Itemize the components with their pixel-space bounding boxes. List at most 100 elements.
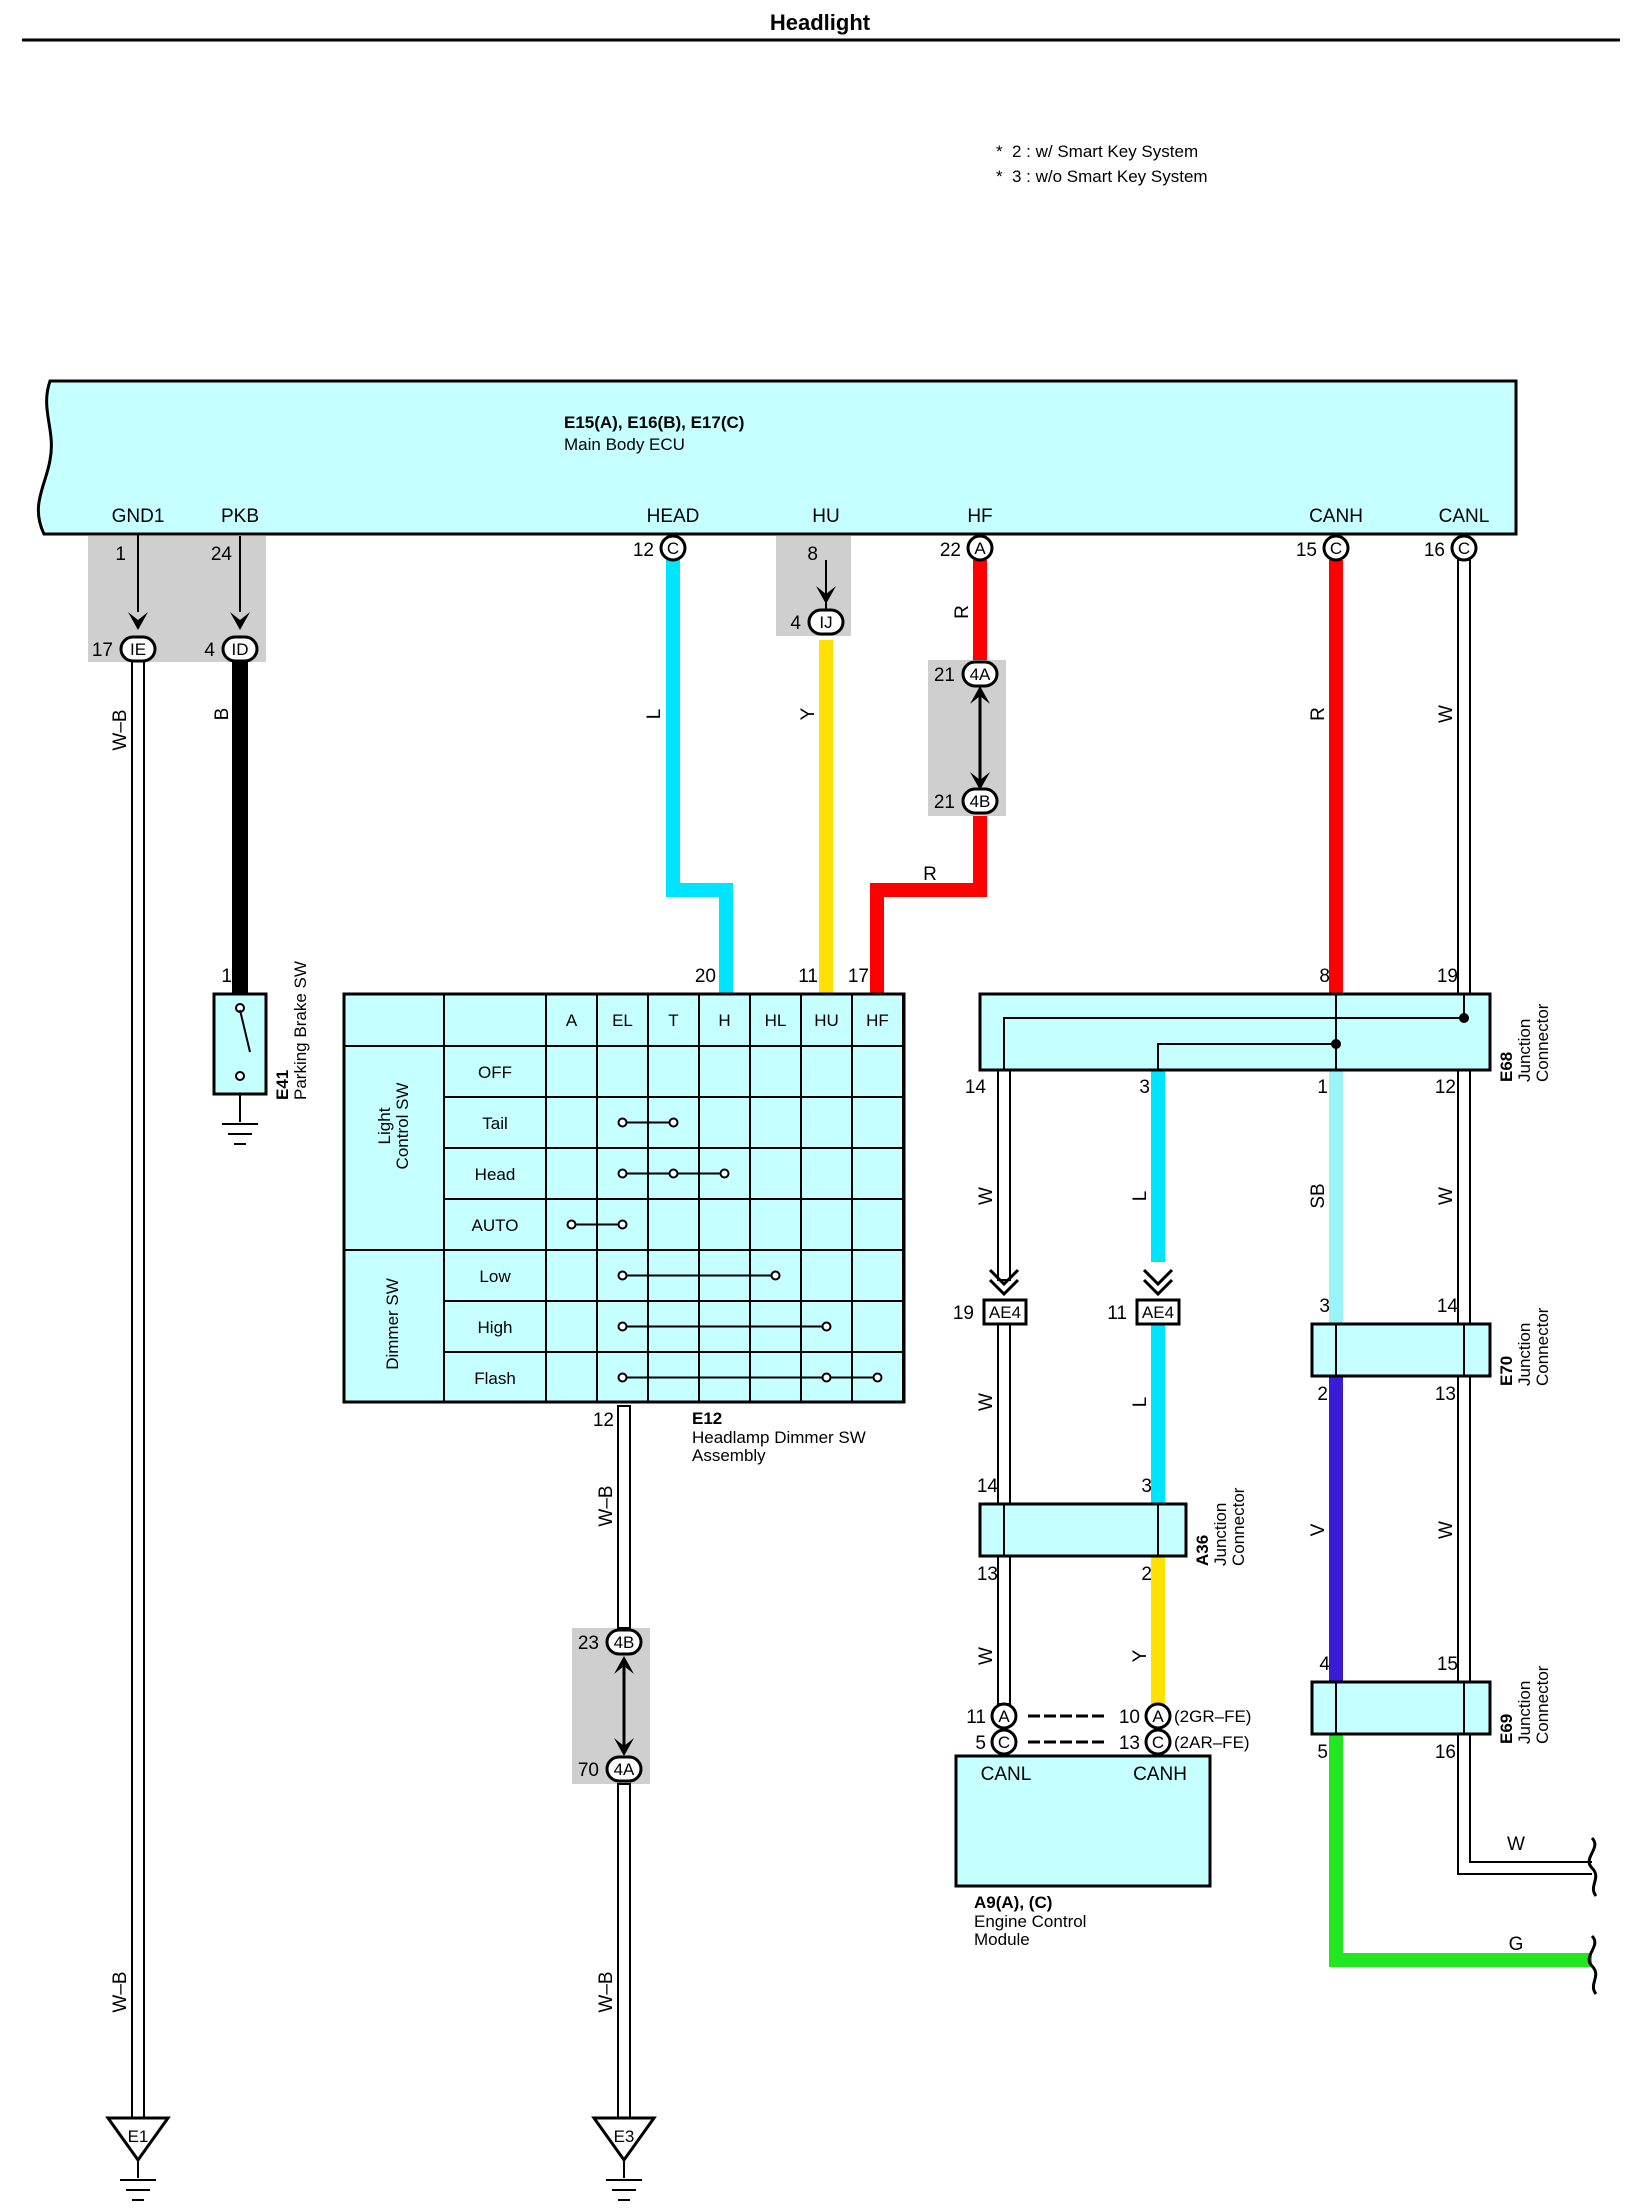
connector-ae4: AE4 19 AE4 11 xyxy=(953,1298,1181,1326)
column-header: HL xyxy=(765,1011,787,1030)
wire-label: L xyxy=(1130,1397,1151,1408)
pbs-name: Parking Brake SW xyxy=(291,961,310,1100)
column-header: EL xyxy=(612,1011,633,1030)
connector-ie-label: IE xyxy=(130,640,146,659)
switch-contact xyxy=(617,1372,628,1383)
wire-e68-14-w xyxy=(997,1069,1011,1281)
connector-4a xyxy=(961,660,999,688)
pin-num: 16 xyxy=(1424,540,1445,561)
arrow-down-icon xyxy=(614,1738,634,1756)
pin-num: 21 xyxy=(934,792,955,813)
ae4-right xyxy=(1135,1298,1181,1326)
inline-connectors: IE 17 ID 4 IJ 4 4A 21 4B 21 4B 23 4A 70 xyxy=(92,608,999,1783)
junction-connector-e69: 4 15 5 16 E69 Junction Connector xyxy=(1310,1654,1552,1763)
notes: * 2 : w/ Smart Key System * 3 : w/o Smar… xyxy=(996,142,1208,186)
wire-canl-w xyxy=(1457,559,1471,995)
switch-contact xyxy=(617,1168,628,1179)
pin-num: 12 xyxy=(1435,1077,1456,1098)
e68-bus xyxy=(1003,994,1465,1070)
e68-junction-dot xyxy=(1331,1039,1341,1049)
e68-body xyxy=(978,992,1492,1072)
wire-label: R xyxy=(923,864,937,885)
pin-letter: A xyxy=(974,539,986,558)
note-smart-key: 2 : w/ Smart Key System xyxy=(1012,142,1198,161)
switch-table-connections xyxy=(566,1117,883,1383)
arrow-down-icon xyxy=(816,586,836,604)
switch-table-grid xyxy=(344,994,904,1402)
ecm-code: A9(A), (C) xyxy=(974,1893,1052,1912)
group-light-line1: Light xyxy=(375,1107,394,1144)
pin-letter: C xyxy=(998,1733,1010,1752)
pin-pkb-label: PKB xyxy=(221,506,259,527)
wire-label: R xyxy=(952,605,973,619)
wire-label: R xyxy=(1308,707,1329,721)
group-light-line2: Control SW xyxy=(393,1083,412,1170)
switch-contact xyxy=(872,1372,883,1383)
chevron-down-icon xyxy=(988,1278,1020,1297)
pin-hu-label: HU xyxy=(812,506,839,527)
pin-num: 3 xyxy=(1139,1077,1150,1098)
wire-label: W xyxy=(1507,1834,1525,1855)
connector-id-label: ID xyxy=(232,640,249,659)
wire-end-break xyxy=(1587,1836,1598,1897)
ecu-code: E15(A), E16(B), E17(C) xyxy=(564,413,744,432)
pin-num: 23 xyxy=(578,1633,599,1654)
pin-num: 13 xyxy=(1119,1733,1140,1754)
ground-triangle xyxy=(105,2116,171,2163)
pin-letter: C xyxy=(1330,539,1342,558)
connector-4b-label: 4B xyxy=(970,792,991,811)
ground-e1-label: E1 xyxy=(128,2127,149,2146)
chevron-down-icon xyxy=(1142,1268,1174,1287)
switch-contact xyxy=(821,1321,832,1332)
pin-num: 14 xyxy=(977,1476,999,1497)
e70-code: E70 xyxy=(1497,1356,1516,1386)
junction-connector-e70: 3 14 2 13 E70 Junction Connector xyxy=(1310,1296,1552,1405)
wire-label: L xyxy=(644,709,665,720)
pin-hf-label: HF xyxy=(967,506,992,527)
e68-name-1: Junction xyxy=(1515,1019,1534,1082)
note-asterisk: * xyxy=(996,167,1003,186)
ae4-left xyxy=(982,1298,1028,1326)
row-label: AUTO xyxy=(472,1216,519,1235)
pin-num: 1 xyxy=(115,544,126,565)
wire-head-l xyxy=(666,558,733,994)
wire-hf-r-bottom xyxy=(870,816,987,994)
pin-num: 12 xyxy=(633,540,654,561)
pin-num: 4 xyxy=(204,640,215,661)
note-no-smart-key: 3 : w/o Smart Key System xyxy=(1012,167,1208,186)
wire-e70-w xyxy=(1457,1375,1471,1683)
pin-num: 13 xyxy=(1435,1384,1456,1405)
a36-name-2: Connector xyxy=(1229,1487,1248,1566)
pin-terminal xyxy=(659,534,687,562)
e12-name-2: Assembly xyxy=(692,1446,766,1465)
arrows xyxy=(128,586,990,1756)
wire-label: W–B xyxy=(110,1971,131,2012)
arrow-down-icon xyxy=(128,612,148,630)
pin-num: 11 xyxy=(798,966,818,987)
main-body-ecu: E15(A), E16(B), E17(C) Main Body ECU GND… xyxy=(36,379,1518,536)
pin-num: 19 xyxy=(953,1303,974,1324)
pin-num: 11 xyxy=(1107,1303,1127,1324)
wire-label: L xyxy=(1130,1191,1151,1202)
wire-label: W xyxy=(1436,705,1457,723)
wire-e12-wb-lower xyxy=(617,1783,631,2121)
e12-pin: 12 xyxy=(593,1410,614,1431)
pin-num: 3 xyxy=(1141,1476,1152,1497)
row-label: Head xyxy=(475,1165,516,1184)
switch-contact xyxy=(617,1321,628,1332)
pin-terminal xyxy=(1144,1728,1172,1756)
wire-label: W xyxy=(976,1647,997,1665)
switch-contact xyxy=(668,1168,679,1179)
ecm-name-1: Engine Control xyxy=(974,1912,1086,1931)
pin-letter: A xyxy=(998,1707,1010,1726)
column-header: A xyxy=(566,1011,578,1030)
pin-terminal xyxy=(990,1728,1018,1756)
engine-2ar: (2AR–FE) xyxy=(1174,1733,1250,1752)
row-label: OFF xyxy=(478,1063,512,1082)
wire-e69-w-outer xyxy=(1457,1734,1592,1875)
ecu-pin-terminals: 1 24 C 12 8 A 22 C 15 C 16 xyxy=(115,534,1478,565)
ecu-body xyxy=(36,379,1518,536)
pin-terminal xyxy=(990,1702,1018,1730)
pin-num: 16 xyxy=(1435,1742,1456,1763)
